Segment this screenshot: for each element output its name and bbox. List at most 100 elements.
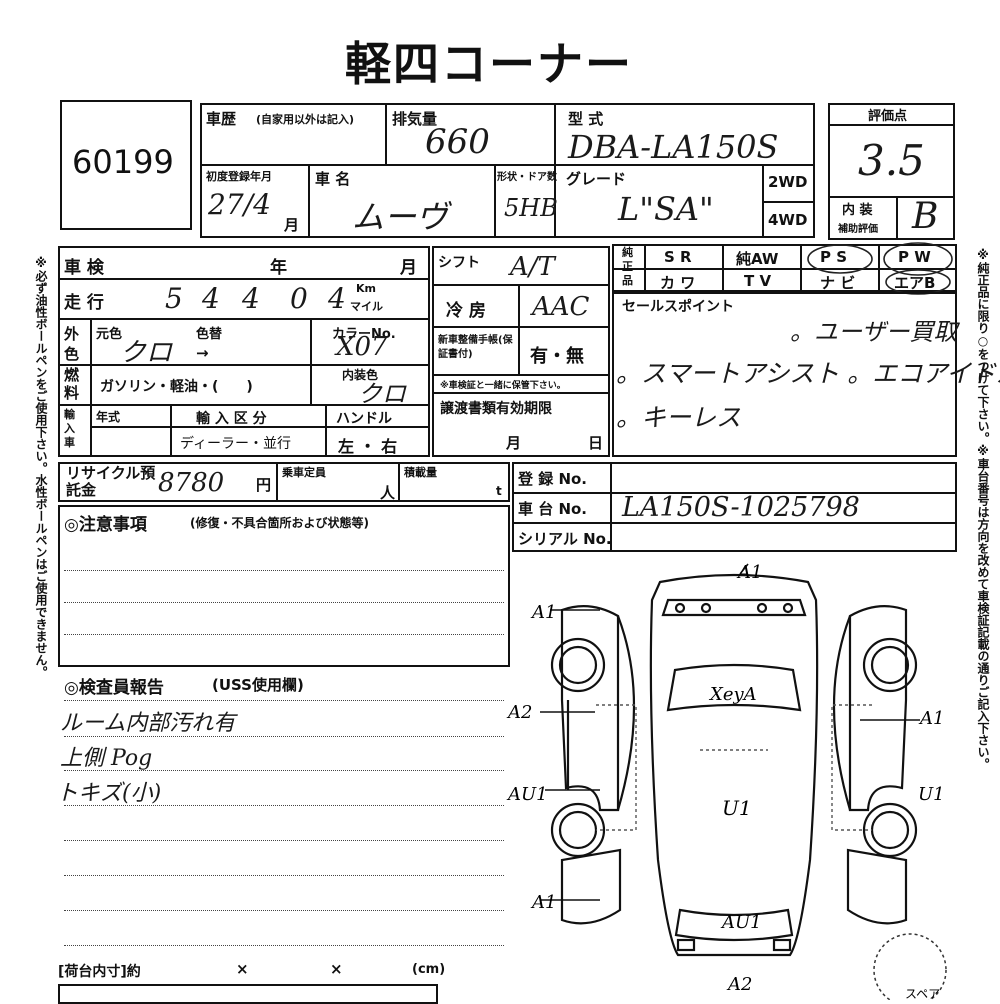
interior-color-label: 内装色	[342, 368, 379, 382]
options-label: 純正品	[622, 246, 633, 287]
score-label: 評価点	[868, 109, 908, 124]
manual-value: 有・無	[530, 346, 584, 367]
option-alloy-wheels: 純AW	[736, 250, 779, 268]
ac-label: 冷 房	[446, 301, 486, 321]
report-line: トキズ(小)	[56, 781, 162, 806]
model-value: DBA-LA150S	[568, 128, 779, 166]
import-class-label: 輸 入 区 分	[196, 411, 267, 427]
import-label: 輸入車	[64, 408, 75, 449]
mileage-digit: 4	[202, 282, 220, 315]
diagram-mark: スペア	[905, 987, 940, 1000]
first-reg-label: 初度登録年月	[206, 170, 272, 183]
windshield-mark: XeyA	[708, 684, 757, 705]
mileage-unit-km: Km	[356, 282, 376, 295]
report-sub: (USS使用欄)	[212, 676, 304, 694]
notes-sub: (修復・不具合箇所および状態等)	[190, 516, 369, 530]
load-unit: t	[496, 484, 502, 498]
displacement-value: 660	[425, 122, 490, 162]
diagram-mark: AU1	[720, 912, 762, 933]
shape-doors-value: 5HB	[504, 194, 558, 222]
option-leather: カ ワ	[660, 274, 696, 292]
model-label: 型 式	[568, 110, 604, 128]
load-label: 積載量	[404, 466, 437, 479]
fuel-label: 燃料	[64, 366, 80, 402]
side-note-left: ※必ず油性ボールペンをご使用下さい。水性ボールペンはご使用できません。	[34, 256, 48, 678]
color-arrow: →	[196, 344, 209, 362]
sales-point-line: 。ユーザー買取	[790, 318, 958, 346]
sales-point-line: 。スマートアシスト 。エコアイドル	[616, 359, 1000, 388]
inspection-label: 車 検	[64, 258, 104, 278]
diagram-mark: A1	[736, 562, 762, 583]
inspection-month: 月	[400, 258, 417, 278]
shift-label: シフト	[438, 255, 480, 271]
recycle-label: リサイクル預託金	[66, 464, 156, 499]
registration-table	[512, 462, 957, 552]
report-label: ◎検査員報告	[64, 678, 164, 698]
option-ps: P S	[820, 248, 848, 266]
color-code-value: X07	[336, 332, 388, 362]
capacity-unit: 人	[380, 484, 396, 502]
cargo-x1: ×	[236, 960, 249, 978]
color-original-value: クロ	[120, 338, 173, 368]
diagram-mark: U1	[918, 784, 945, 805]
interior-value: B	[912, 196, 939, 237]
side-note-right: ※純正品に限り○をつけて下さい。※車台番号は方向を改めて車検証記載の通りご記入下…	[976, 248, 990, 770]
recycle-unit: 円	[256, 476, 272, 494]
cargo-unit: (cm)	[412, 962, 446, 977]
diagram-mark: A1	[530, 602, 556, 623]
interior-color-value: クロ	[358, 380, 406, 408]
car-name-label: 車 名	[315, 170, 351, 188]
mileage-digit: 4	[242, 282, 260, 315]
transfer-label: 譲渡書類有効期限	[440, 401, 552, 417]
notes-label: ◎注意事項	[64, 515, 147, 535]
import-handle-label: ハンドル	[336, 411, 392, 427]
import-class-value: ディーラー・並行	[180, 436, 292, 452]
color-original-label: 元色	[96, 327, 123, 342]
inspection-year: 年	[270, 258, 287, 278]
capacity-label: 乗車定員	[282, 466, 326, 479]
mileage-unit-mile: マイル	[350, 300, 383, 313]
report-line: 上側 Pog	[60, 746, 153, 771]
color-label: 外色	[64, 325, 80, 363]
serial-label: シリアル No.	[518, 530, 612, 548]
diagram-mark: A2	[726, 974, 752, 995]
transfer-month: 月	[506, 434, 522, 452]
drive-2wd: 2WD	[768, 173, 808, 191]
ac-value: AAC	[532, 292, 590, 322]
option-circles	[807, 242, 953, 295]
shape-doors-label: 形状・ドア数	[497, 172, 557, 183]
displacement-label: 排気量	[392, 110, 438, 128]
registration-label: 登 録 No.	[518, 470, 588, 488]
history-label: 車歴	[206, 110, 237, 128]
diagram-mark: A1	[918, 708, 944, 729]
mileage-digit: 4	[328, 282, 346, 315]
lot-number: 60199	[72, 143, 174, 181]
manual-note: ※車検証と一緒に保管下さい。	[440, 381, 566, 391]
import-handle-value: 左 ・ 右	[338, 437, 398, 456]
cargo-x2: ×	[330, 960, 343, 978]
grade-value: L"SA"	[618, 190, 714, 228]
import-year-label: 年式	[96, 410, 121, 424]
bottom-table-edge	[58, 984, 438, 1004]
diagram-mark: AU1	[506, 784, 548, 805]
option-pw: P W	[898, 248, 931, 266]
score-value: 3.5	[858, 136, 925, 185]
fuel-value: ガソリン・軽油・( )	[100, 379, 253, 395]
first-reg-month-unit: 月	[284, 216, 300, 234]
manual-label: 新車整備手帳(保証書付)	[438, 335, 513, 360]
car-diagram: A1 A1 A2 A1 AU1 U1 U1 A1 AU1 A2 スペア XeyA	[506, 562, 947, 1000]
grade-label: グレード	[566, 170, 627, 188]
transfer-day: 日	[588, 434, 604, 452]
mileage-label: 走 行	[64, 293, 104, 313]
chassis-label: 車 台 No.	[518, 500, 588, 518]
first-reg-value: 27/4	[208, 188, 271, 221]
notes-box	[58, 505, 510, 667]
lot-number-box	[60, 100, 192, 230]
recycle-value: 8780	[158, 468, 225, 498]
shift-value: A/T	[510, 252, 555, 282]
report-line: ルーム内部汚れ有	[60, 711, 236, 736]
history-note: (自家用以外は記入)	[256, 113, 355, 126]
interior-sub: 補助評価	[838, 224, 878, 235]
sales-points-label: セールスポイント	[622, 299, 734, 315]
diagram-mark: A1	[530, 892, 556, 913]
